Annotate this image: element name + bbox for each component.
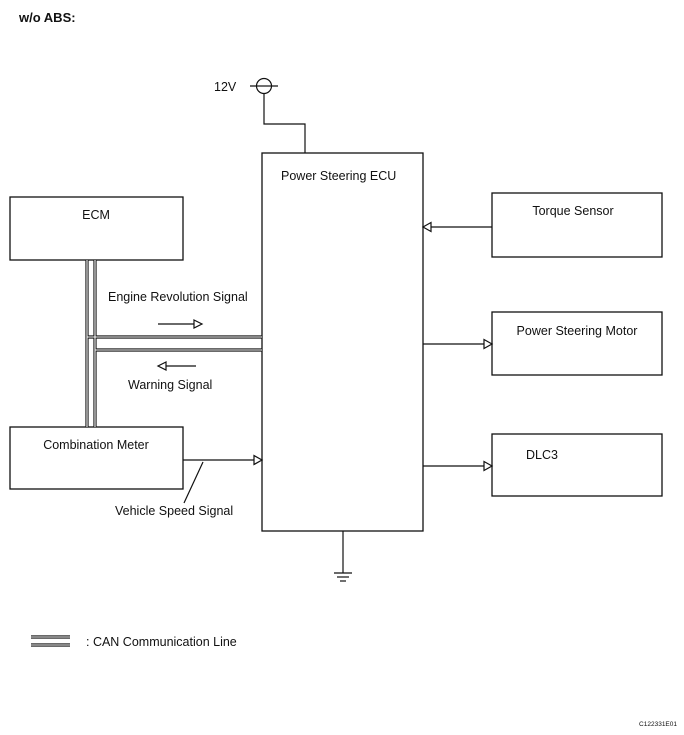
dlc3-output-arrow <box>423 460 494 472</box>
warning-signal-label: Warning Signal <box>128 378 212 392</box>
torque-sensor-input-arrow <box>421 221 492 233</box>
engine-revolution-direction-arrow-icon <box>158 319 204 329</box>
warning-direction-arrow-icon <box>156 361 196 371</box>
power-steering-motor-label: Power Steering Motor <box>517 324 638 338</box>
vehicle-speed-signal-line <box>183 454 264 504</box>
power-steering-motor-box: Power Steering Motor <box>491 311 663 376</box>
combination-meter-box: Combination Meter <box>9 426 184 490</box>
torque-sensor-label: Torque Sensor <box>532 204 613 218</box>
ground-icon <box>334 531 352 582</box>
torque-sensor-box: Torque Sensor <box>491 192 663 258</box>
power-steering-ecu-box: Power Steering ECU <box>261 152 424 532</box>
figure-code: C122331E01 <box>639 721 677 728</box>
can-bus-lines <box>85 260 262 427</box>
power-supply-wire <box>263 94 306 153</box>
can-line-legend-icon <box>31 635 70 647</box>
dlc3-box: DLC3 <box>491 433 663 497</box>
power-supply-label: 12V <box>214 80 237 94</box>
power-supply-terminal-icon <box>250 77 278 95</box>
ecm-box: ECM <box>9 196 184 261</box>
power-steering-motor-output-arrow <box>423 338 494 350</box>
ecm-label: ECM <box>82 208 110 222</box>
combination-meter-label: Combination Meter <box>43 438 149 452</box>
power-steering-ecu-label: Power Steering ECU <box>281 169 396 183</box>
can-line-legend-label: : CAN Communication Line <box>86 635 237 649</box>
diagram-heading: w/o ABS: <box>18 10 76 25</box>
vehicle-speed-signal-label: Vehicle Speed Signal <box>115 504 233 518</box>
dlc3-label: DLC3 <box>526 448 558 462</box>
engine-revolution-signal-label: Engine Revolution Signal <box>108 290 248 304</box>
